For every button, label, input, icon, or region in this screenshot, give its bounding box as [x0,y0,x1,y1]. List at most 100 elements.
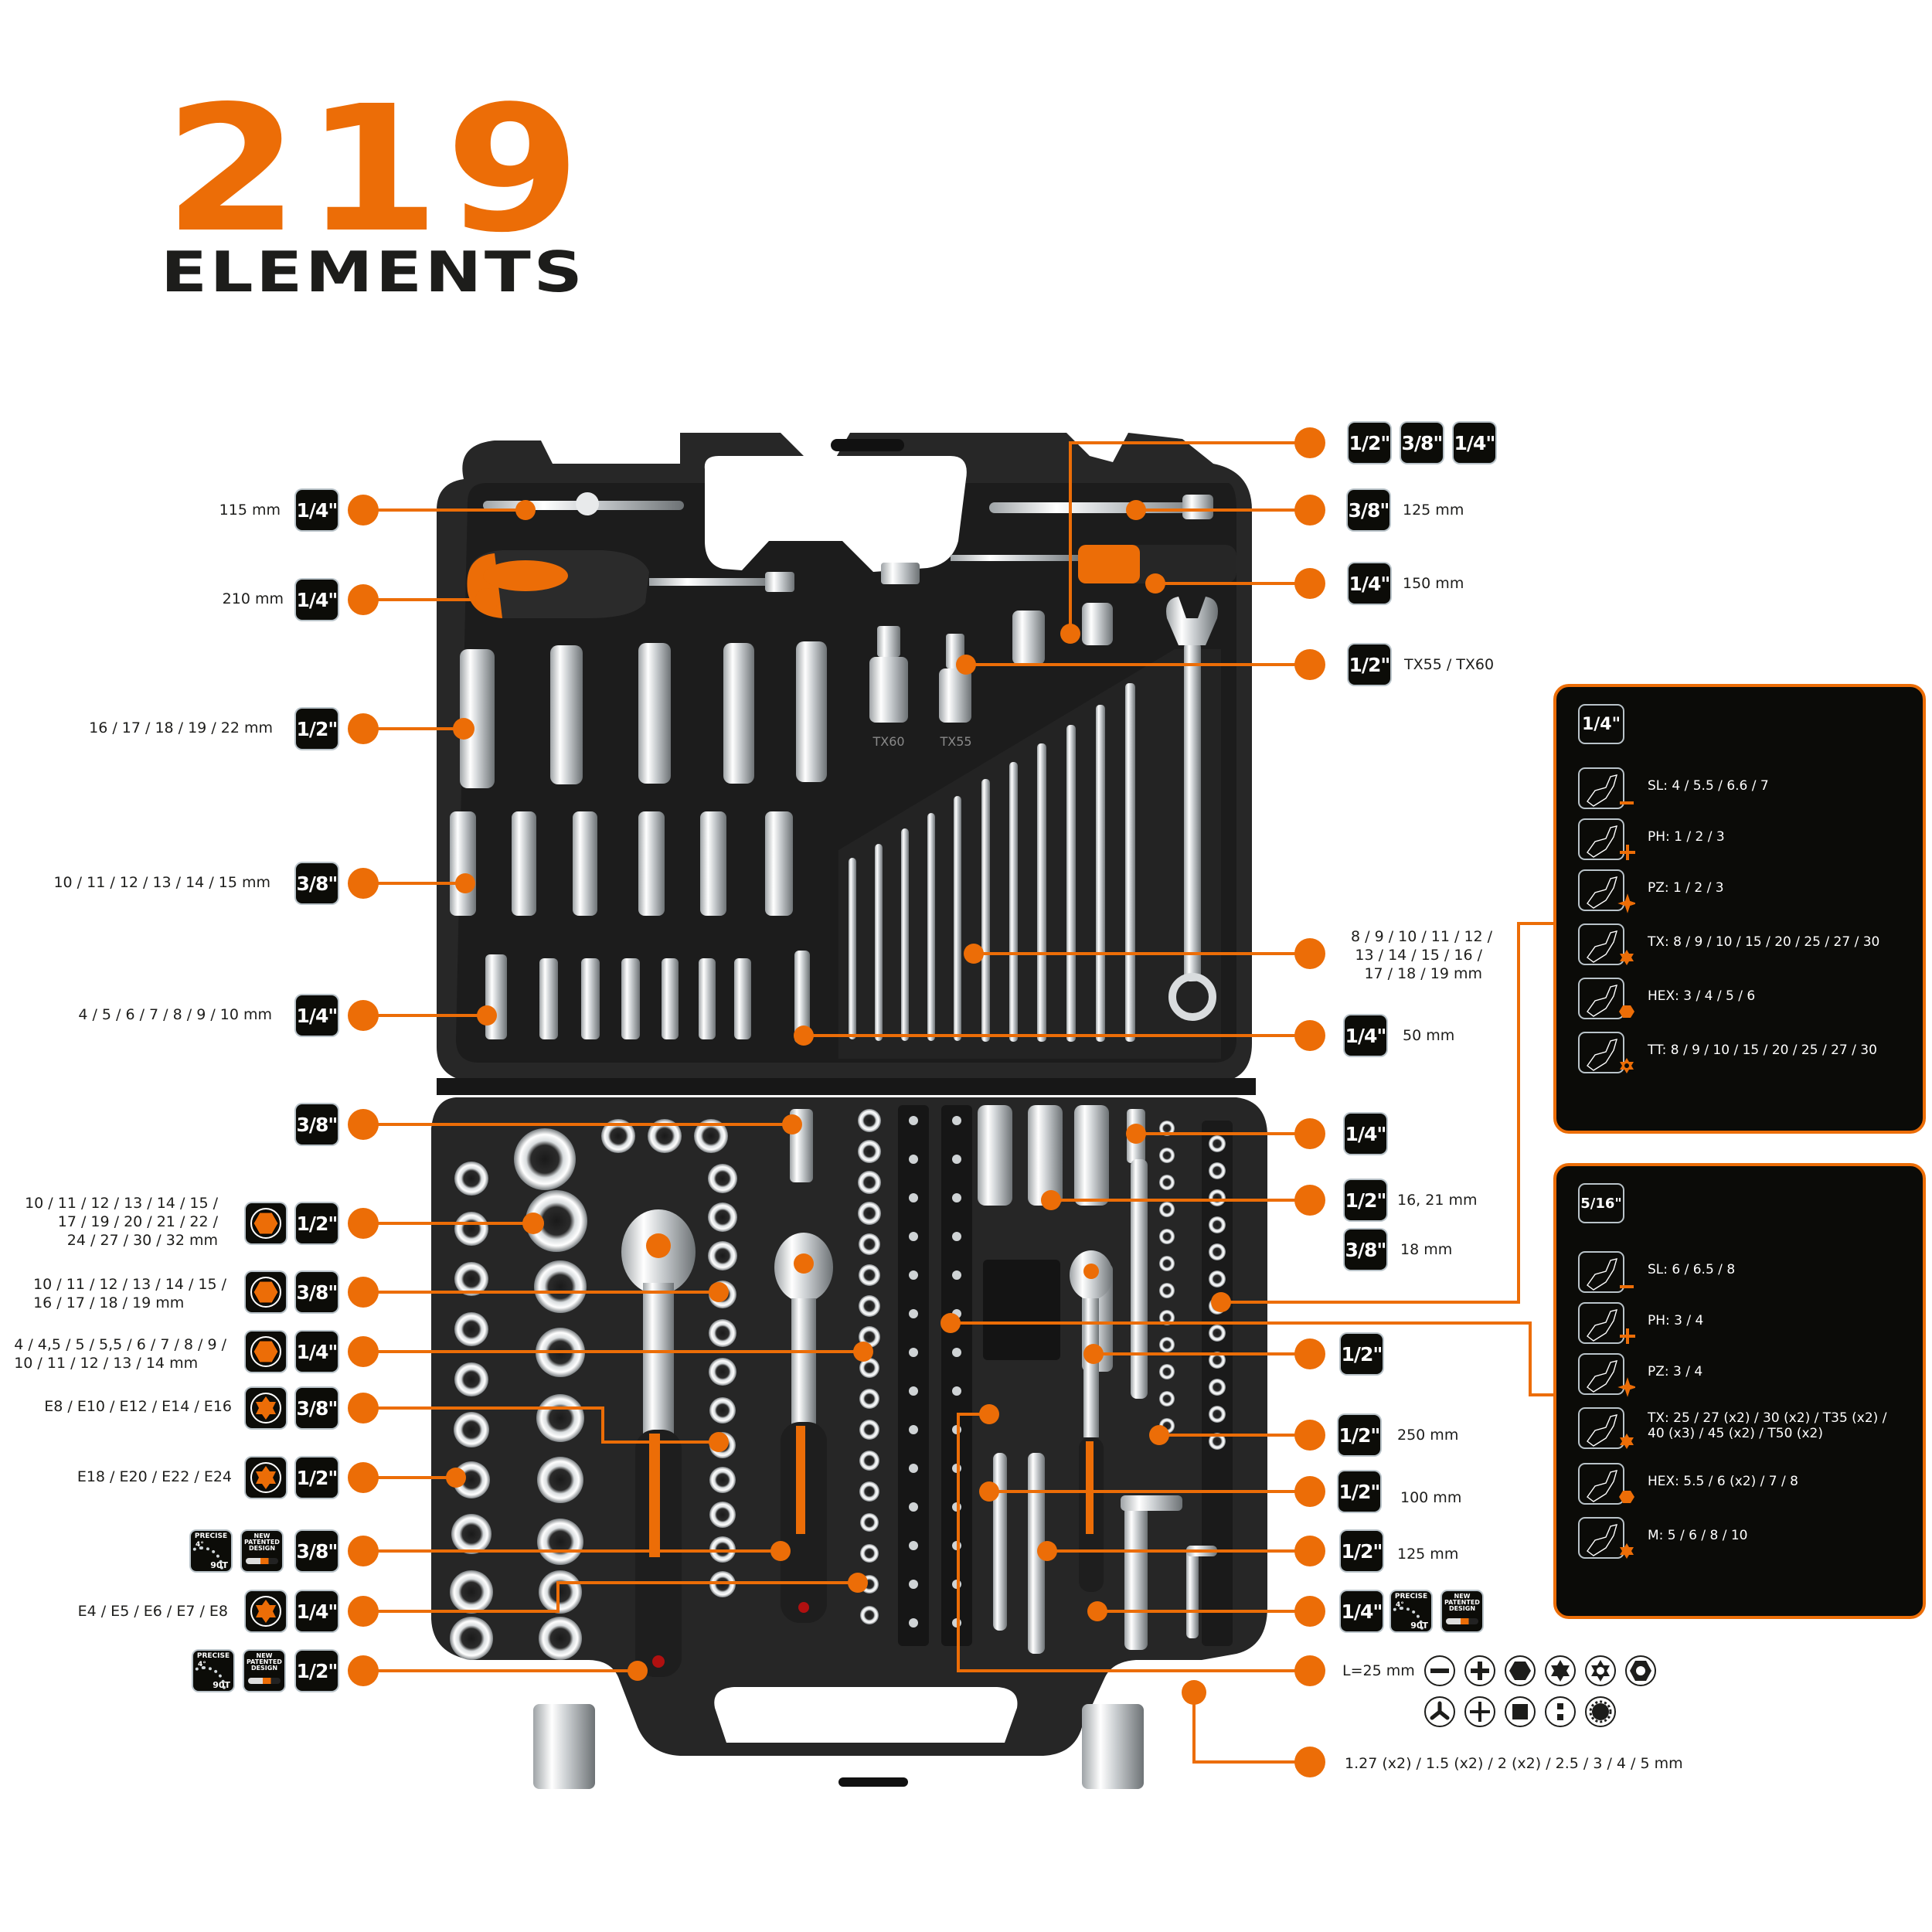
spline-bit-icon [1578,1517,1634,1559]
bit-row-slotted: SL: 6 / 6.5 / 8 [1578,1251,1915,1298]
drive-badge: 3/8" [296,1272,338,1312]
bit-row-phillips: PH: 3 / 4 [1578,1302,1915,1349]
hex-bit-icon [1578,1463,1634,1505]
callout-text: 150 mm [1403,575,1464,592]
line-2: 16 / 17 / 18 / 19 mm [33,1294,185,1311]
callout-text: 125 mm [1403,502,1464,519]
callout-dot [348,1393,379,1423]
line-2: 10 / 11 / 12 / 13 / 14 mm [14,1355,199,1372]
line-3: 17 / 18 / 19 mm [1364,965,1482,982]
bit-sizes: TX: 8 / 9 / 10 / 15 / 20 / 25 / 27 / 30 [1648,934,1880,950]
callout-dot [1294,1596,1325,1627]
tx55-label: TX55 [939,734,971,749]
deep-sockets-row-3-8 [450,811,793,916]
bit-sizes: HEX: 3 / 4 / 5 / 6 [1648,988,1756,1004]
callout-dot [1294,1655,1325,1686]
ratchet-icon [246,1558,278,1564]
drive-badge: 3/8" [296,1104,338,1145]
callout-dot [1294,1476,1325,1507]
drive-badge: 1/4" [296,1591,338,1631]
drive-badge: 1/2" [1338,1471,1380,1512]
drive-badge: 3/8" [296,1388,338,1428]
callout-text: L=25 mm [1342,1662,1415,1679]
ratchet-icon [1446,1618,1478,1624]
pozidriv-bit-icon [1578,869,1638,913]
ratchet-3-8 [774,1233,833,1623]
slotted-bit-icon [1578,767,1634,809]
callout-dot [1294,938,1325,969]
callout-text: 125 mm [1397,1546,1459,1563]
callout-dot [348,1462,379,1493]
callout-text: TX55 / TX60 [1404,656,1495,673]
line-1: 10 / 11 / 12 / 13 / 14 / 15 / [25,1195,218,1212]
hex-socket-icon [246,1272,286,1312]
hex-socket-icon [246,1203,286,1243]
bit-sizes: SL: 4 / 5.5 / 6.6 / 7 [1648,778,1769,794]
callout-text: 16, 21 mm [1397,1192,1478,1209]
callout-text: E8 / E10 / E12 / E14 / E16 [44,1398,232,1415]
drive-badge: 1/4" [296,580,338,620]
bit-row-pozidriv: PZ: 3 / 4 [1578,1353,1915,1400]
spinner-handle-1-4 [881,545,1236,584]
callout-dot [348,1596,379,1627]
precise-angle: 4° [1396,1601,1404,1609]
callout-dot [348,868,379,899]
phillips-tip-icon [1464,1655,1495,1686]
drive-badge: 3/8" [296,1531,338,1571]
callout-dot [348,495,379,526]
callout-dot [348,584,379,615]
drive-badge: 3/8" [1348,490,1389,530]
ratchet-icon [248,1678,281,1684]
callout-dot [348,713,379,744]
callout-text: 50 mm [1403,1027,1455,1044]
socket-column-left [450,1162,493,1660]
bit-sizes: M: 5 / 6 / 8 / 10 [1648,1528,1748,1543]
callout-dot [348,1655,379,1686]
precise-teeth: 90T [210,1560,228,1570]
callout-text: 1.27 (x2) / 1.5 (x2) / 2 (x2) / 2.5 / 3 … [1345,1755,1683,1772]
hex-socket-icon [246,1332,286,1372]
callout-dot [1294,1338,1325,1369]
drive-badge: 1/4" [296,490,338,530]
drive-badge: 1/2" [1345,1180,1386,1220]
drive-badge: 1/2" [1341,1334,1383,1374]
bit-sizes: PZ: 1 / 2 / 3 [1648,880,1724,896]
combination-wrenches [838,597,1221,1059]
tx60-label: TX60 [872,734,904,749]
leader-lines [363,441,1553,1764]
precise-teeth: 90T [1410,1621,1428,1631]
drive-badge: 1/2" [296,1458,338,1498]
precise-90t-badge: PRECISE 4° 90T [191,1531,231,1571]
precise-teeth: 90T [213,1680,230,1690]
drive-badge: 3/8" [296,863,338,903]
callout-dot [1294,1118,1325,1149]
drive-badge: 1/2" [296,709,338,749]
precise-title: PRECISE [1394,1593,1428,1600]
slotted-tip-icon [1424,1655,1455,1686]
phillips-bit-icon [1578,1302,1635,1344]
latch-right [1082,1704,1144,1789]
callout-dot [1294,427,1325,458]
tri-wing-tip-icon [1424,1696,1455,1727]
callout-text: 4 / 5 / 6 / 7 / 8 / 9 / 10 mm [78,1006,272,1023]
spanner-tip-icon [1545,1696,1576,1727]
slotted-bit-icon [1578,1251,1634,1293]
bit-row-pozidriv: PZ: 1 / 2 / 3 [1578,869,1915,916]
callout-text: 8 / 9 / 10 / 11 / 12 / 13 / 14 / 15 / 16… [1351,927,1492,983]
callout-dot [1294,1747,1325,1777]
bit-row-slotted: SL: 4 / 5.5 / 6.6 / 7 [1578,767,1915,814]
screwdriver-handle [467,550,794,618]
callout-text: E18 / E20 / E22 / E24 [77,1468,232,1485]
callout-text: 16 / 17 / 18 / 19 / 22 mm [89,719,273,736]
line-1: 4 / 4,5 / 5 / 5,5 / 6 / 7 / 8 / 9 / [14,1336,226,1353]
callout-dot [1294,495,1325,526]
callout-dot [348,1000,379,1031]
bit-sizes: HEX: 5.5 / 6 (x2) / 7 / 8 [1648,1474,1798,1489]
bit-row-torx-tamper: TT: 8 / 9 / 10 / 15 / 20 / 25 / 27 / 30 [1578,1032,1915,1078]
torx-tamper-bit-icon [1578,1032,1634,1073]
bit-row-hex: HEX: 3 / 4 / 5 / 6 [1578,978,1915,1024]
